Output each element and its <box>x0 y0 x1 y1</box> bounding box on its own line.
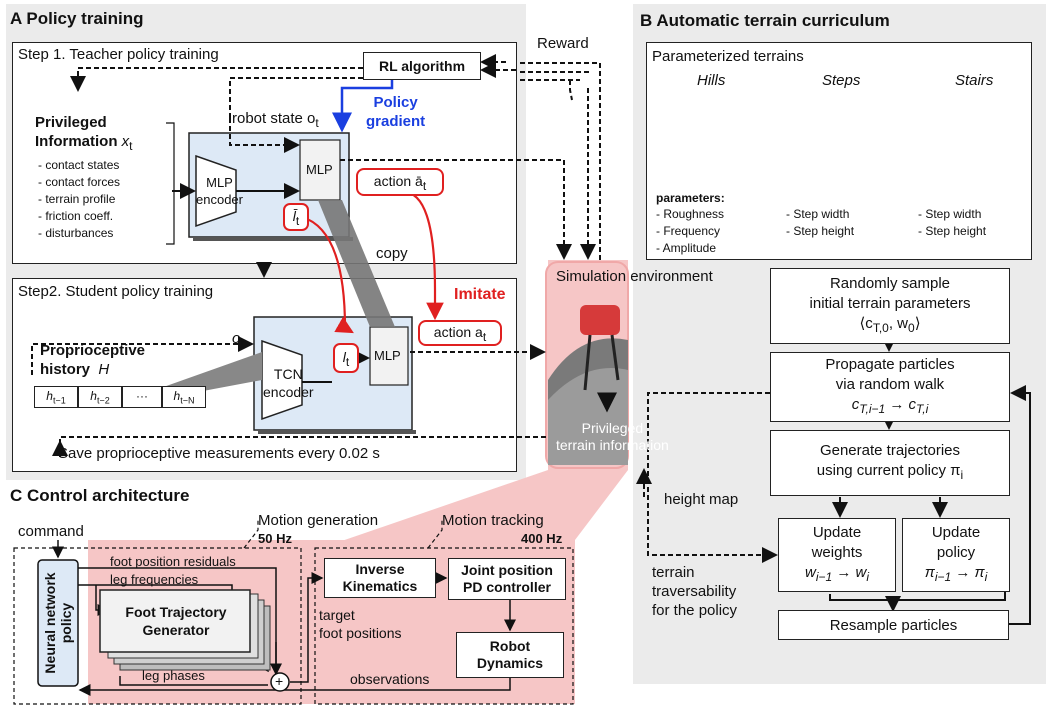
parameters-label: parameters: <box>656 191 725 205</box>
imitate-label: Imitate <box>454 286 506 303</box>
privileged-item: - friction coeff. <box>38 209 114 223</box>
rl-algorithm-box: RL algorithm <box>363 52 481 80</box>
panel-c-title: C Control architecture <box>10 486 190 505</box>
terrain-name-stairs: Stairs <box>955 72 994 89</box>
history-cell: ··· <box>122 386 162 408</box>
history-cell: ht−N <box>162 386 206 408</box>
motion-generation-label: Motion generation <box>258 512 379 529</box>
privileged-item: - disturbances <box>38 226 114 240</box>
privileged-item: - contact states <box>38 158 120 172</box>
leg-frequencies-label: leg frequencies <box>110 572 199 587</box>
ot-label: ot <box>232 330 244 350</box>
step1-label: Step 1. Teacher policy training <box>18 46 219 63</box>
height-map-label: height map <box>664 491 739 508</box>
sim-title: Simulation environment <box>556 268 713 285</box>
propagate-particles-box: Propagate particles via random walk cT,i… <box>770 352 1010 422</box>
reward-label: Reward <box>537 35 589 52</box>
save-measurements-label: Save proprioceptive measurements every 0… <box>58 445 380 462</box>
leg-phases-label: leg phases <box>142 668 205 683</box>
command-label: command <box>18 523 84 540</box>
student-encoder-shape <box>261 339 303 421</box>
teacher-latent: l̄t <box>283 203 309 231</box>
panel-a-title: A Policy training <box>10 9 144 28</box>
student-mlp-label: MLP <box>374 348 401 363</box>
parameterized-terrains-title: Parameterized terrains <box>652 48 804 65</box>
history-cells: ht−1 ht−2 ··· ht−N <box>34 386 206 408</box>
history-cell: ht−1 <box>34 386 78 408</box>
action-teacher: action āt <box>356 168 444 196</box>
step2-label: Step2. Student policy training <box>18 283 214 300</box>
hz400-label: 400 Hz <box>521 531 563 546</box>
privileged-items: - contact states - contact forces - terr… <box>38 157 120 242</box>
simulation-image <box>548 305 628 465</box>
action-student: action at <box>418 320 502 346</box>
robot-state-label: robot state ot <box>232 110 319 130</box>
plus-label: + <box>275 673 284 689</box>
teacher-encoder-shape <box>195 154 237 228</box>
panel-b-title: B Automatic terrain curriculum <box>640 11 890 30</box>
random-sample-box: Randomly sample initial terrain paramete… <box>770 268 1010 344</box>
history-cell: ht−2 <box>78 386 122 408</box>
privileged-item: - terrain profile <box>38 192 116 206</box>
update-weights-box: Update weights wi−1 → wi <box>778 518 896 592</box>
resample-particles-box: Resample particles <box>778 610 1009 640</box>
hz50-label: 50 Hz <box>258 531 292 546</box>
update-policy-box: Update policy πi−1 → πi <box>902 518 1010 592</box>
parameterized-terrains-box <box>646 42 1032 260</box>
foot-residuals-label: foot position residuals <box>110 554 236 569</box>
hills-params: - Roughness - Frequency - Amplitude <box>656 207 725 255</box>
observations-label: observations <box>350 671 430 687</box>
steps-params: - Step width - Step height <box>786 207 855 238</box>
motion-tracking-label: Motion tracking <box>442 512 544 529</box>
teacher-mlp-label: MLP <box>306 162 333 177</box>
stairs-params: - Step width - Step height <box>918 207 987 238</box>
generate-trajectories-box: Generate trajectories using current poli… <box>770 430 1010 496</box>
student-latent: lt <box>333 343 359 373</box>
copy-label: copy <box>376 245 408 262</box>
terrain-name-steps: Steps <box>822 72 861 89</box>
terrain-name-hills: Hills <box>697 72 726 89</box>
privileged-item: - contact forces <box>38 175 121 189</box>
